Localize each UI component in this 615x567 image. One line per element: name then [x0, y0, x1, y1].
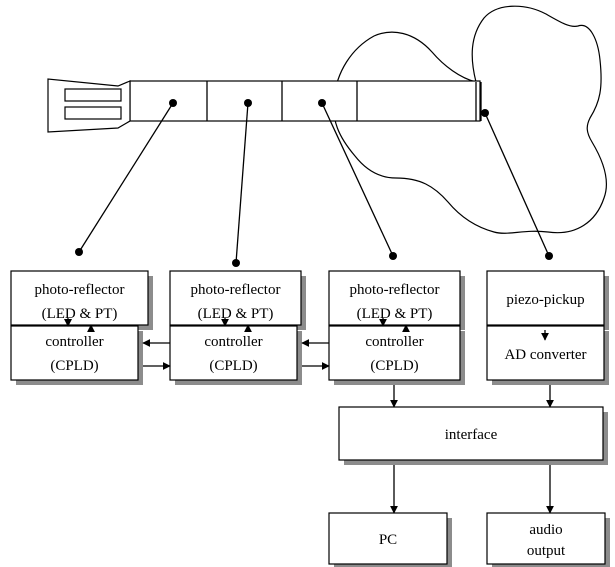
photo-reflector-1-line2: (LED & PT): [42, 306, 118, 322]
controller-2-line2: (CPLD): [209, 358, 257, 374]
sensor-endpoint-2: [232, 259, 240, 267]
photo-reflector-2-line2: (LED & PT): [198, 306, 274, 322]
sensor-line-3: [321, 102, 394, 257]
guitar-neck: [129, 80, 481, 122]
pc-label: PC: [379, 532, 397, 548]
controller-1-line1: controller: [45, 334, 103, 350]
signal-arrows: [64, 318, 554, 514]
photo-reflector-block-2: photo-reflector (LED & PT): [169, 270, 306, 330]
pickup-line: [484, 112, 550, 257]
photo-reflector-block-3: photo-reflector (LED & PT): [328, 270, 465, 330]
photo-reflector-2-line1: photo-reflector: [191, 282, 281, 298]
controller-block-2: controller (CPLD): [169, 325, 302, 385]
sensor-connections: [75, 102, 553, 267]
photo-reflector-3-line1: photo-reflector: [350, 282, 440, 298]
controller-2-line1: controller: [204, 334, 262, 350]
piezo-pickup-block: piezo-pickup: [486, 270, 609, 330]
controller-3-line1: controller: [365, 334, 423, 350]
pc-block: PC: [328, 512, 452, 567]
controller-1-line2: (CPLD): [50, 358, 98, 374]
guitar-headstock: [47, 78, 131, 133]
audio-output-line1: audio: [529, 522, 562, 538]
interface-label: interface: [445, 427, 498, 443]
photo-reflector-3-line2: (LED & PT): [357, 306, 433, 322]
ad-converter-block: AD converter: [486, 325, 609, 385]
guitar-illustration: [47, 5, 607, 234]
controller-block-1: controller (CPLD): [10, 325, 143, 385]
headstock-slot-1: [64, 88, 122, 102]
sensor-endpoint-1: [75, 248, 83, 256]
sensor-endpoint-3: [389, 252, 397, 260]
ad-converter-label: AD converter: [504, 347, 586, 363]
sensor-line-1: [78, 102, 174, 253]
controller-block-3: controller (CPLD): [328, 325, 465, 385]
audio-output-block: audio output: [486, 512, 610, 567]
photo-reflector-1-line1: photo-reflector: [35, 282, 125, 298]
photo-reflector-block-1: photo-reflector (LED & PT): [10, 270, 153, 330]
audio-output-line2: output: [527, 543, 566, 559]
pickup-endpoint: [545, 252, 553, 260]
piezo-pickup-label: piezo-pickup: [506, 292, 584, 308]
interface-block: interface: [338, 406, 608, 465]
sensor-line-2: [235, 102, 249, 264]
headstock-slot-2: [64, 106, 122, 120]
controller-3-line2: (CPLD): [370, 358, 418, 374]
